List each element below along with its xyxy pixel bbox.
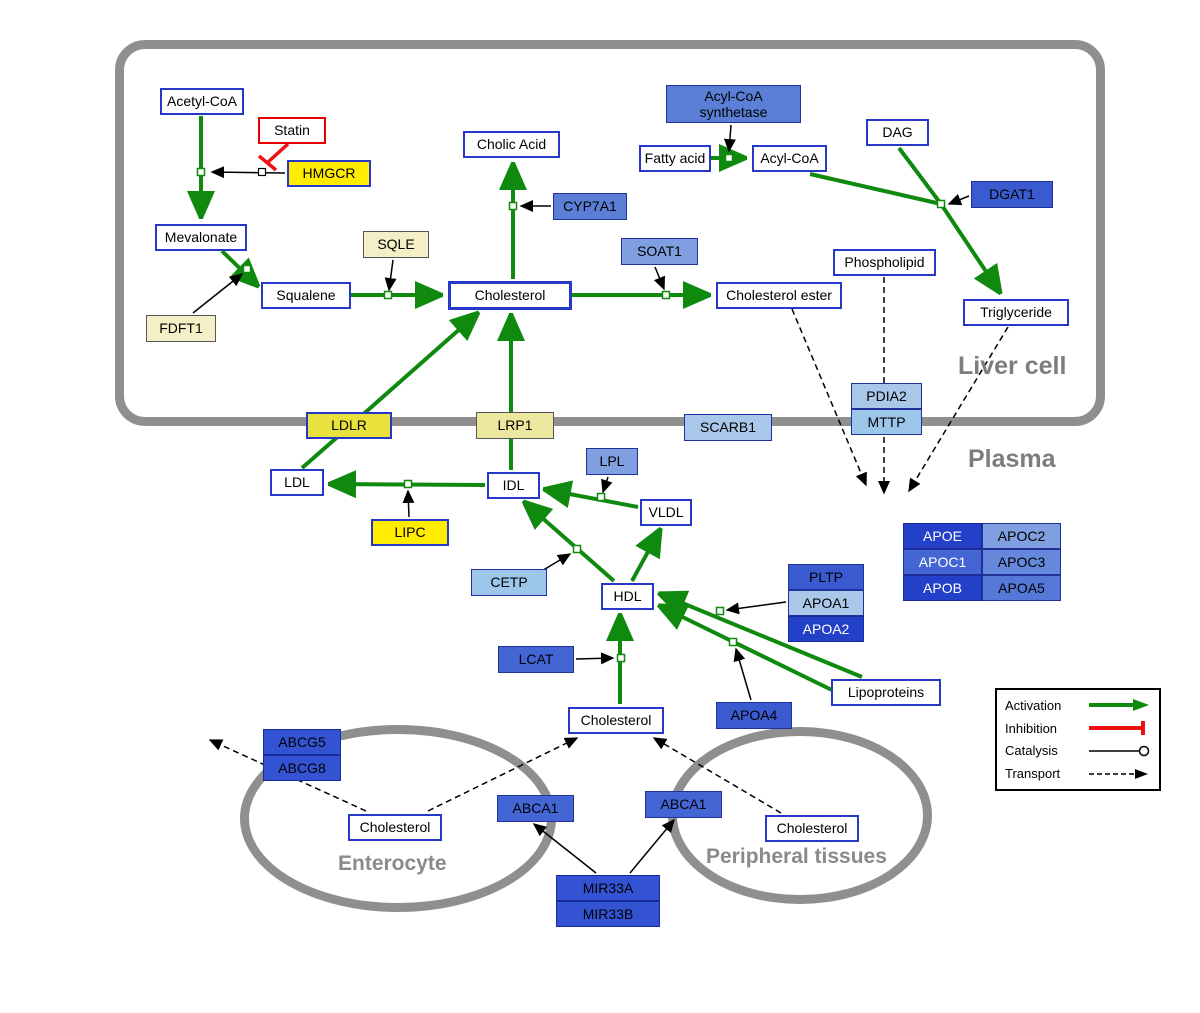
legend-row-inhibition: Inhibition — [1005, 718, 1151, 738]
node-dgat1[interactable]: DGAT1 — [971, 181, 1053, 208]
legend-row-transport: Transport — [1005, 764, 1151, 784]
node-pltp[interactable]: PLTP — [788, 564, 864, 590]
legend-transport-label: Transport — [1005, 766, 1061, 782]
node-apoa1[interactable]: APOA1 — [788, 590, 864, 616]
node-apoc1[interactable]: APOC1 — [903, 549, 982, 575]
legend-activation-label: Activation — [1005, 697, 1062, 713]
node-ldl[interactable]: LDL — [270, 469, 324, 496]
node-lpl[interactable]: LPL — [586, 448, 638, 475]
liver-cell-membrane — [115, 40, 1105, 426]
node-cholic-acid[interactable]: Cholic Acid — [463, 131, 560, 158]
legend-inhibition-label: Inhibition — [1005, 720, 1058, 736]
node-cholesterol-liver[interactable]: Cholesterol — [448, 281, 572, 310]
node-lcat[interactable]: LCAT — [498, 646, 574, 673]
node-acyl-coa-synthetase[interactable]: Acyl-CoA synthetase — [666, 85, 801, 123]
plasma-label: Plasma — [968, 445, 1056, 473]
node-scarb1[interactable]: SCARB1 — [684, 414, 772, 441]
activation-arrow-icon — [1089, 699, 1149, 712]
node-acyl-coa[interactable]: Acyl-CoA — [752, 145, 827, 172]
node-lipoproteins[interactable]: Lipoproteins — [831, 679, 941, 706]
node-cholesterol-ester[interactable]: Cholesterol ester — [716, 282, 842, 309]
node-ldlr[interactable]: LDLR — [306, 412, 392, 439]
node-acetyl-coa[interactable]: Acetyl-CoA — [160, 88, 244, 115]
node-triglyceride[interactable]: Triglyceride — [963, 299, 1069, 326]
legend-row-activation: Activation — [1005, 695, 1151, 715]
node-vldl[interactable]: VLDL — [640, 499, 692, 526]
node-mir33a[interactable]: MIR33A — [556, 875, 660, 901]
node-fatty-acid[interactable]: Fatty acid — [639, 145, 711, 172]
node-pdia2[interactable]: PDIA2 — [851, 383, 922, 409]
node-dag[interactable]: DAG — [866, 119, 929, 146]
legend-row-catalysis: Catalysis — [1005, 741, 1151, 761]
transport-dashed-arrow-icon — [1089, 768, 1148, 779]
inhibition-tbar-icon — [1089, 721, 1145, 736]
node-abcg8[interactable]: ABCG8 — [263, 755, 341, 781]
node-apoc3[interactable]: APOC3 — [982, 549, 1061, 575]
node-cetp[interactable]: CETP — [471, 569, 547, 596]
node-cholesterol-plasma[interactable]: Cholesterol — [568, 707, 664, 734]
node-hmgcr[interactable]: HMGCR — [287, 160, 371, 187]
node-lrp1[interactable]: LRP1 — [476, 412, 554, 439]
enterocyte-label: Enterocyte — [338, 852, 447, 875]
node-abca1-left[interactable]: ABCA1 — [497, 795, 574, 822]
node-abcg5[interactable]: ABCG5 — [263, 729, 341, 755]
node-apob[interactable]: APOB — [903, 575, 982, 601]
node-apoa2[interactable]: APOA2 — [788, 616, 864, 642]
node-idl[interactable]: IDL — [487, 472, 540, 499]
node-cyp7a1[interactable]: CYP7A1 — [553, 193, 627, 220]
node-fdft1[interactable]: FDFT1 — [146, 315, 216, 342]
node-apoa5[interactable]: APOA5 — [982, 575, 1061, 601]
node-lipc[interactable]: LIPC — [371, 519, 449, 546]
node-apoc2[interactable]: APOC2 — [982, 523, 1061, 549]
node-cholesterol-peripheral[interactable]: Cholesterol — [765, 815, 859, 842]
node-squalene[interactable]: Squalene — [261, 282, 351, 309]
legend-catalysis-label: Catalysis — [1005, 743, 1058, 759]
node-statin[interactable]: Statin — [258, 117, 326, 144]
node-abca1-right[interactable]: ABCA1 — [645, 791, 722, 818]
node-cholesterol-enterocyte[interactable]: Cholesterol — [348, 814, 442, 841]
legend: Activation Inhibition Catalysis Transpor… — [995, 688, 1161, 791]
liver-cell-label: Liver cell — [958, 352, 1067, 380]
node-mir33b[interactable]: MIR33B — [556, 901, 660, 927]
node-soat1[interactable]: SOAT1 — [621, 238, 698, 265]
node-phospholipid[interactable]: Phospholipid — [833, 249, 936, 276]
node-apoa4[interactable]: APOA4 — [716, 702, 792, 729]
node-apoe[interactable]: APOE — [903, 523, 982, 549]
catalysis-circle-icon — [1089, 745, 1150, 757]
node-mevalonate[interactable]: Mevalonate — [155, 224, 247, 251]
peripheral-tissues-label: Peripheral tissues — [706, 845, 887, 868]
node-hdl[interactable]: HDL — [601, 583, 654, 610]
node-sqle[interactable]: SQLE — [363, 231, 429, 258]
node-mttp[interactable]: MTTP — [851, 409, 922, 435]
